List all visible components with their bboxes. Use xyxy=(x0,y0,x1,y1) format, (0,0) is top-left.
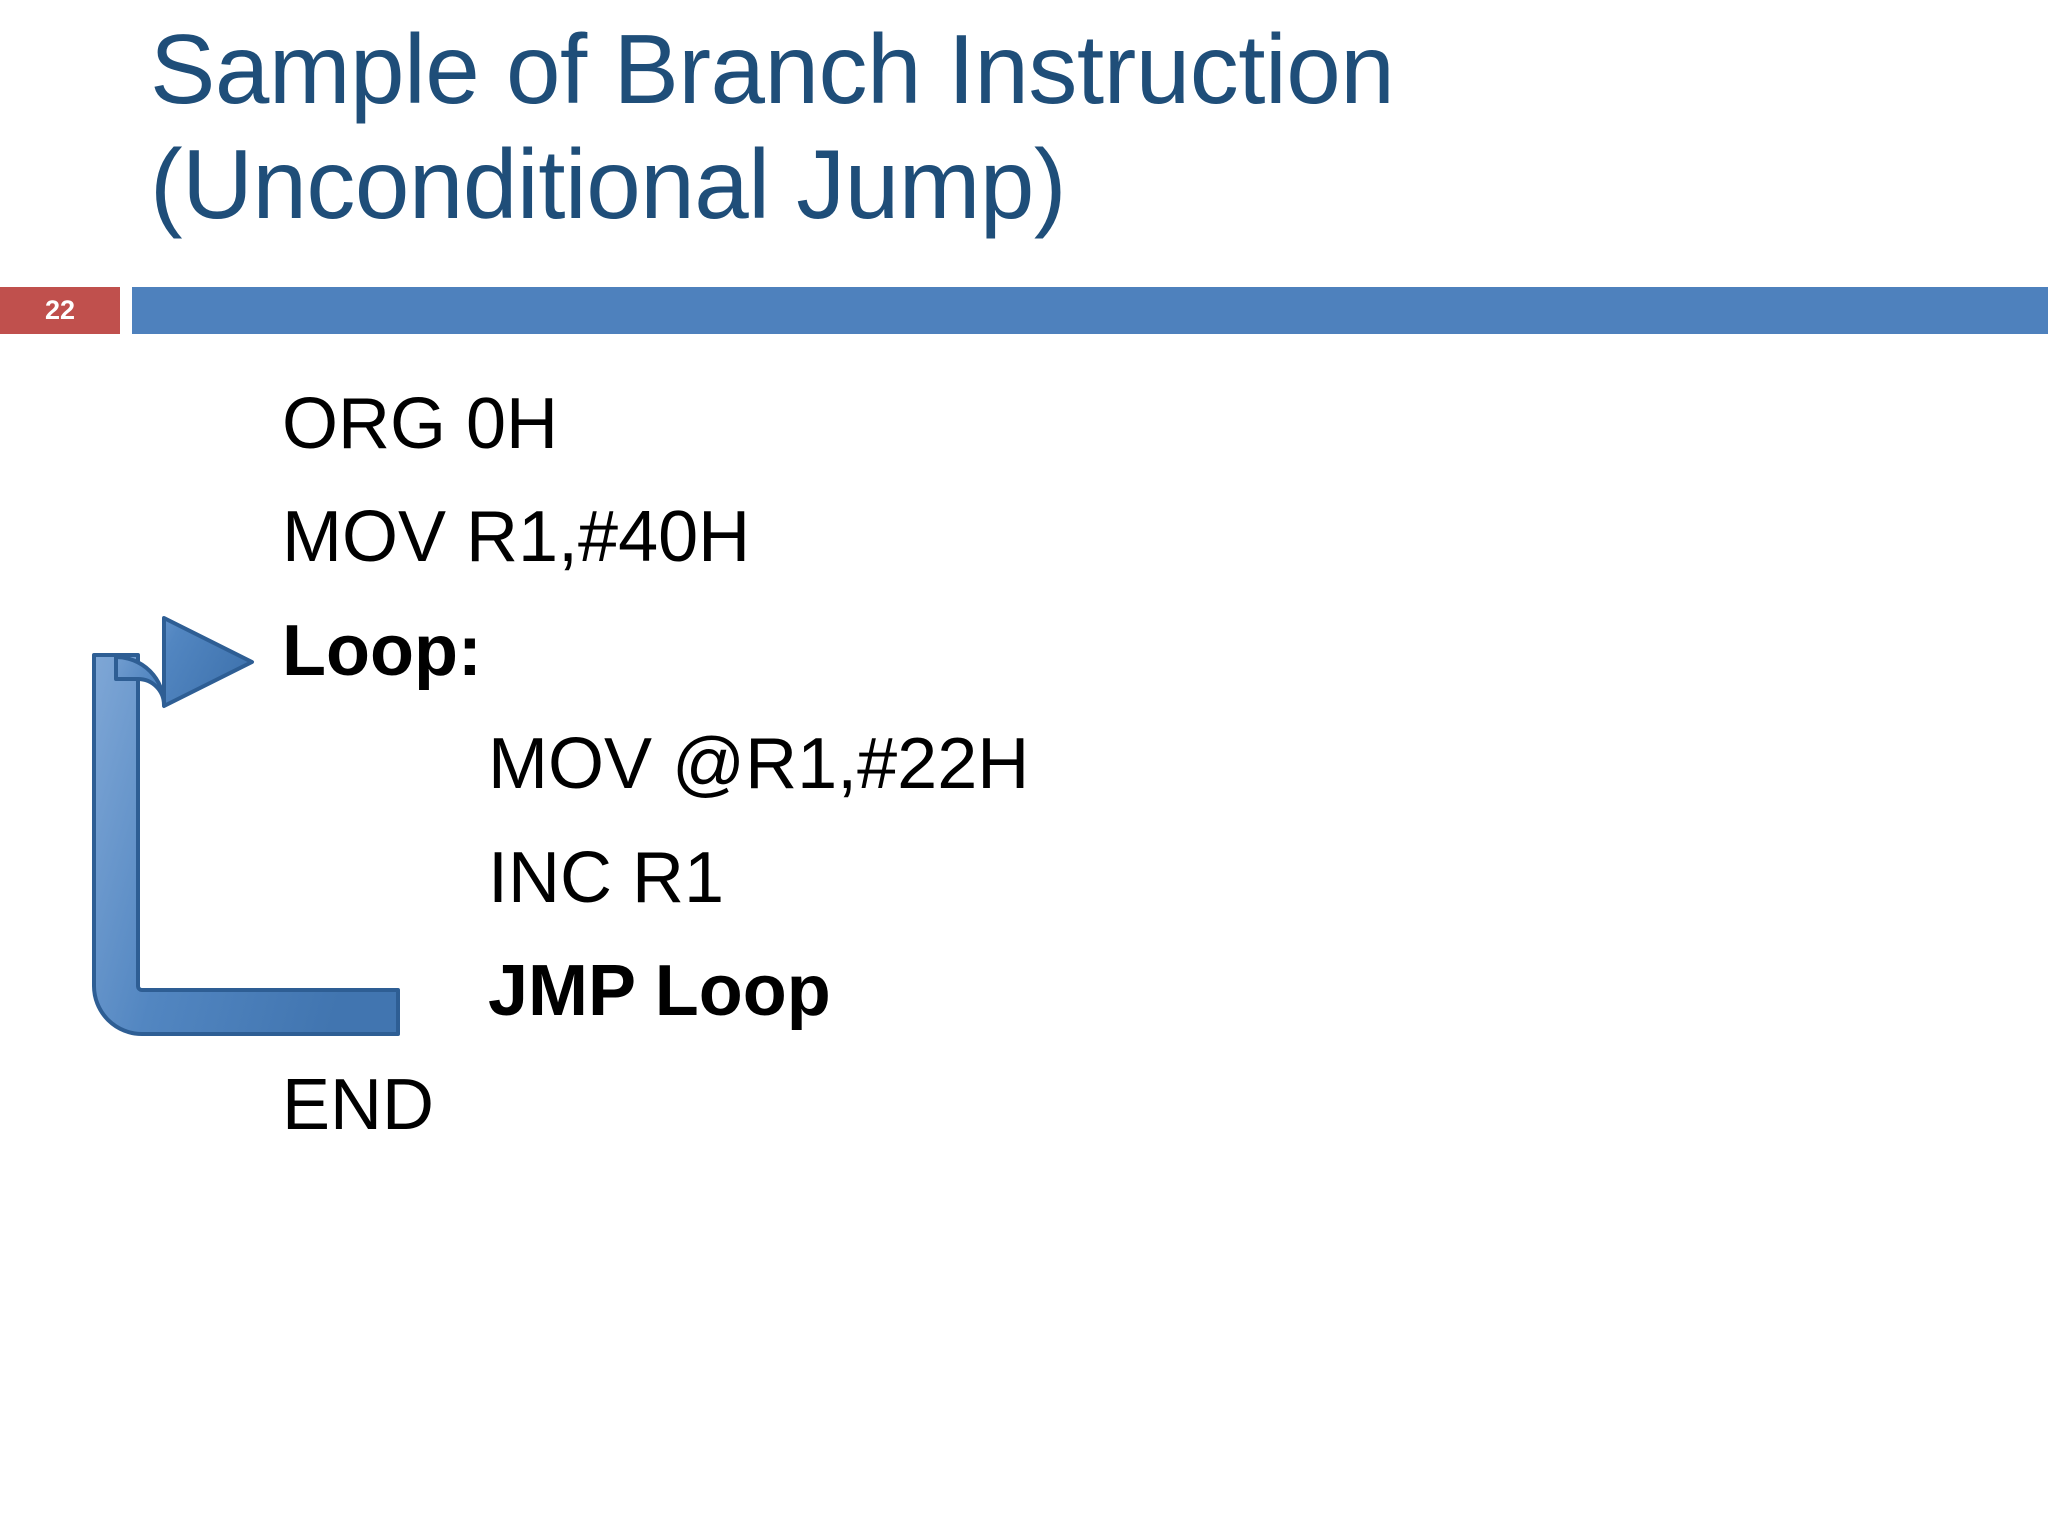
header-accent-bar xyxy=(132,287,2048,334)
slide-number-text: 22 xyxy=(44,295,76,325)
code-line-org: ORG 0H xyxy=(282,384,559,464)
code-line-mov-r1-40h: MOV R1,#40H xyxy=(282,497,751,577)
slide-number-badge: 22 xyxy=(0,287,120,334)
code-line-loop-label: Loop: xyxy=(282,611,482,691)
code-line-jmp-loop: JMP Loop xyxy=(488,951,831,1031)
code-line-end: END xyxy=(282,1065,435,1145)
code-line-mov-at-r1-22h: MOV @R1,#22H xyxy=(488,724,1030,804)
code-block: ORG 0H MOV R1,#40H Loop: MOV @R1,#22H IN… xyxy=(0,360,2048,1260)
page-title: Sample of Branch Instruction (Unconditio… xyxy=(150,14,1395,239)
code-line-inc-r1: INC R1 xyxy=(488,838,725,918)
